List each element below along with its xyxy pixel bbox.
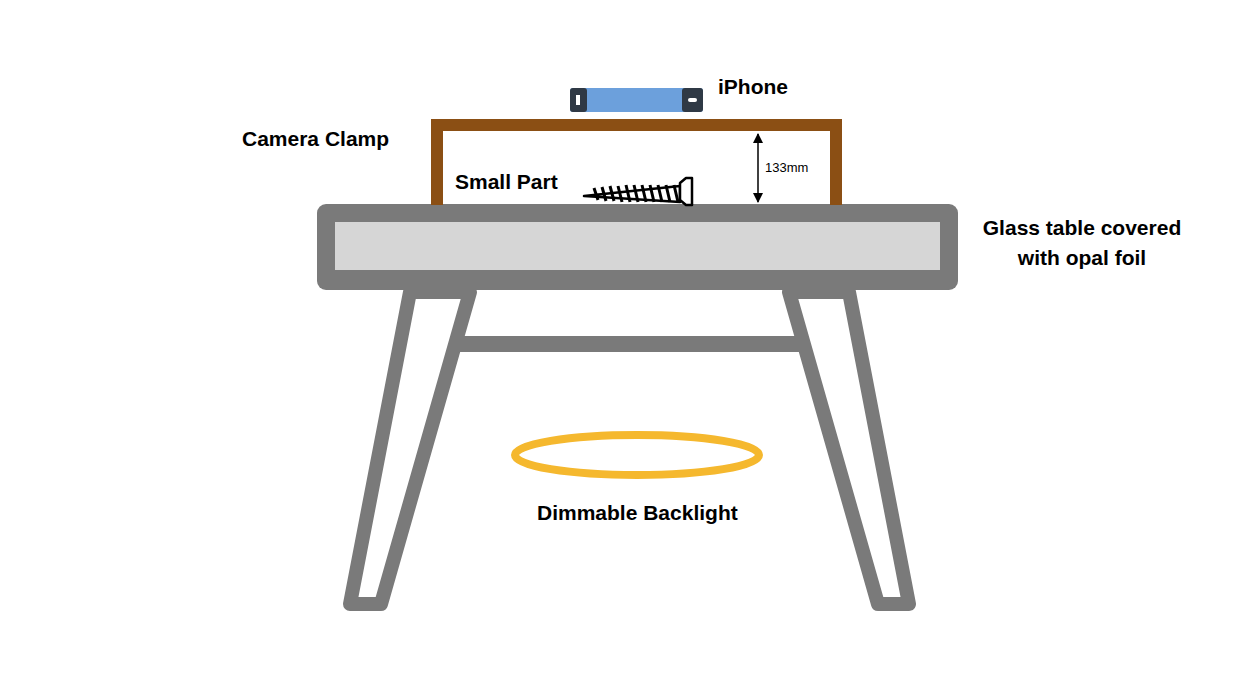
- opal-foil: [335, 222, 940, 270]
- iphone-body: [570, 88, 703, 112]
- dimension-arrow: [757, 134, 759, 202]
- table-leg: [350, 292, 470, 604]
- iphone-end: [570, 88, 587, 112]
- dimmable-backlight: [515, 435, 759, 475]
- part-label: Camera Clamp: [242, 126, 389, 151]
- device-label: iPhone: [718, 74, 788, 99]
- table-crossbar: [458, 336, 800, 352]
- camera-clamp: [437, 125, 836, 205]
- part-label: Glass table covered with opal foil: [962, 213, 1202, 273]
- dimension-label: 133mm: [765, 160, 808, 176]
- glass-table-top: [317, 204, 958, 290]
- iphone-button: [576, 95, 580, 105]
- iphone-end: [682, 88, 703, 112]
- part-label: Dimmable Backlight: [537, 500, 738, 525]
- iphone-speaker: [688, 98, 697, 102]
- screw: [584, 178, 692, 205]
- table-leg: [789, 292, 909, 604]
- part-label: Small Part: [455, 169, 558, 194]
